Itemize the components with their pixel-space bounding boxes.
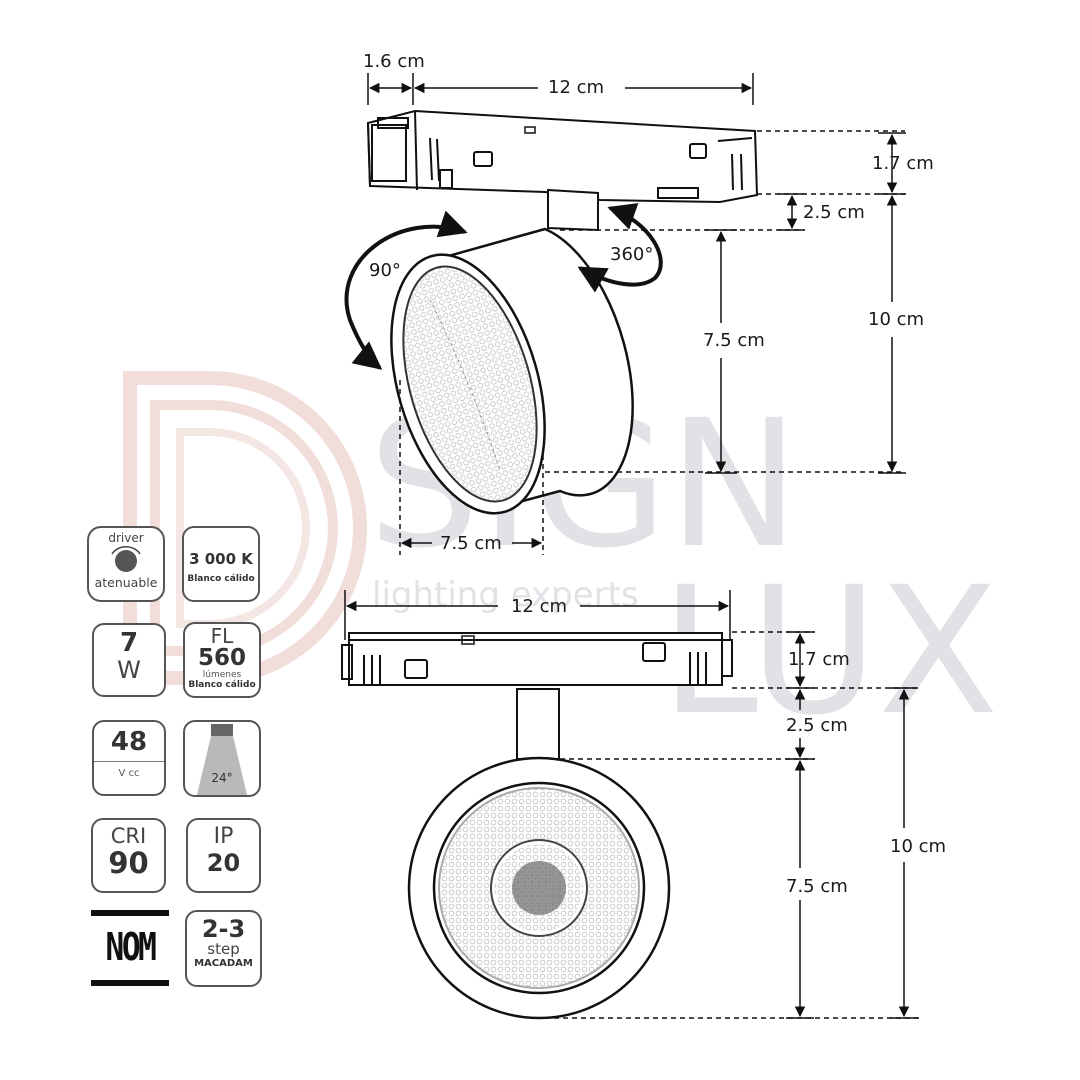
- badge-cct-sub: Blanco cálido: [187, 574, 255, 584]
- badge-macadam: 2-3 step MACADAM: [185, 910, 262, 987]
- badge-driver-dimmable: driver atenuable: [87, 526, 165, 602]
- badge-cri-value: 90: [108, 846, 149, 880]
- dim-stem-height-front: 2.5 cm: [786, 715, 848, 736]
- dimmer-knob-icon: [111, 546, 141, 572]
- dim-body-height-front: 7.5 cm: [786, 876, 848, 897]
- dim-track-length-top: 12 cm: [548, 77, 604, 98]
- top-view-dimension-lines: [367, 73, 906, 555]
- tilt-rotation-arrow: [344, 210, 468, 370]
- front-view-spot-head: [407, 756, 671, 1020]
- top-view-track-adapter: [366, 109, 759, 204]
- dim-clip-width: 1.6 cm: [363, 51, 425, 72]
- beam-angle-icon: [197, 724, 247, 795]
- badge-power-unit: W: [117, 656, 141, 684]
- badge-ip-label: IP: [213, 824, 234, 849]
- badge-driver-top: driver: [108, 531, 144, 545]
- front-view-stem: [516, 688, 560, 760]
- badge-beam-angle-value: 24°: [211, 771, 233, 785]
- badge-macadam-value: 2-3: [201, 915, 246, 943]
- front-view-track-adapter: [341, 632, 733, 686]
- badge-power-value: 7: [119, 628, 139, 658]
- dim-body-height-top: 7.5 cm: [703, 330, 765, 351]
- front-view-dimension-lines: [344, 590, 920, 1019]
- dim-track-height-front: 1.7 cm: [788, 649, 850, 670]
- badge-flux-unit: lúmenes: [202, 670, 242, 680]
- badge-ip-value: 20: [206, 849, 241, 877]
- badge-voltage: 48 V cc: [92, 720, 166, 796]
- badge-cri: CRI 90: [91, 818, 166, 893]
- badge-macadam-sub: MACADAM: [194, 958, 253, 969]
- badge-nom: NOM: [91, 910, 169, 986]
- badge-flux: FL 560 lúmenes Blanco cálido: [183, 622, 261, 698]
- badge-flux-prefix: FL: [210, 624, 234, 648]
- badge-power: 7 W: [92, 623, 166, 697]
- dim-total-height-top: 10 cm: [868, 309, 924, 330]
- top-view-stem: [547, 188, 599, 232]
- badge-voltage-value: 48: [110, 727, 148, 757]
- watermark-tagline: lighting experts: [372, 575, 639, 615]
- pan-rotation-arrow: [577, 203, 663, 293]
- dim-stem-height-top: 2.5 cm: [803, 202, 865, 223]
- dim-track-height-top: 1.7 cm: [872, 153, 934, 174]
- badge-voltage-unit: V cc: [118, 768, 140, 779]
- badge-flux-sub: Blanco cálido: [188, 680, 256, 690]
- badge-nom-label: NOM: [105, 925, 157, 969]
- badge-beam-angle: 24°: [183, 720, 261, 797]
- dim-track-length-front: 12 cm: [511, 596, 567, 617]
- badge-cri-label: CRI: [110, 824, 147, 848]
- badge-ip: IP 20: [186, 818, 261, 893]
- pan-angle-label: 360°: [610, 244, 653, 265]
- dim-total-height-front: 10 cm: [890, 836, 946, 857]
- tilt-angle-label: 90°: [369, 260, 401, 281]
- badge-cct-value: 3 000 K: [189, 550, 253, 568]
- badge-macadam-mid: step: [207, 940, 240, 958]
- badge-driver-bottom: atenuable: [94, 575, 158, 590]
- badge-flux-value: 560: [197, 645, 246, 671]
- dim-body-depth: 7.5 cm: [440, 533, 502, 554]
- badge-cct: 3 000 K Blanco cálido: [182, 526, 260, 602]
